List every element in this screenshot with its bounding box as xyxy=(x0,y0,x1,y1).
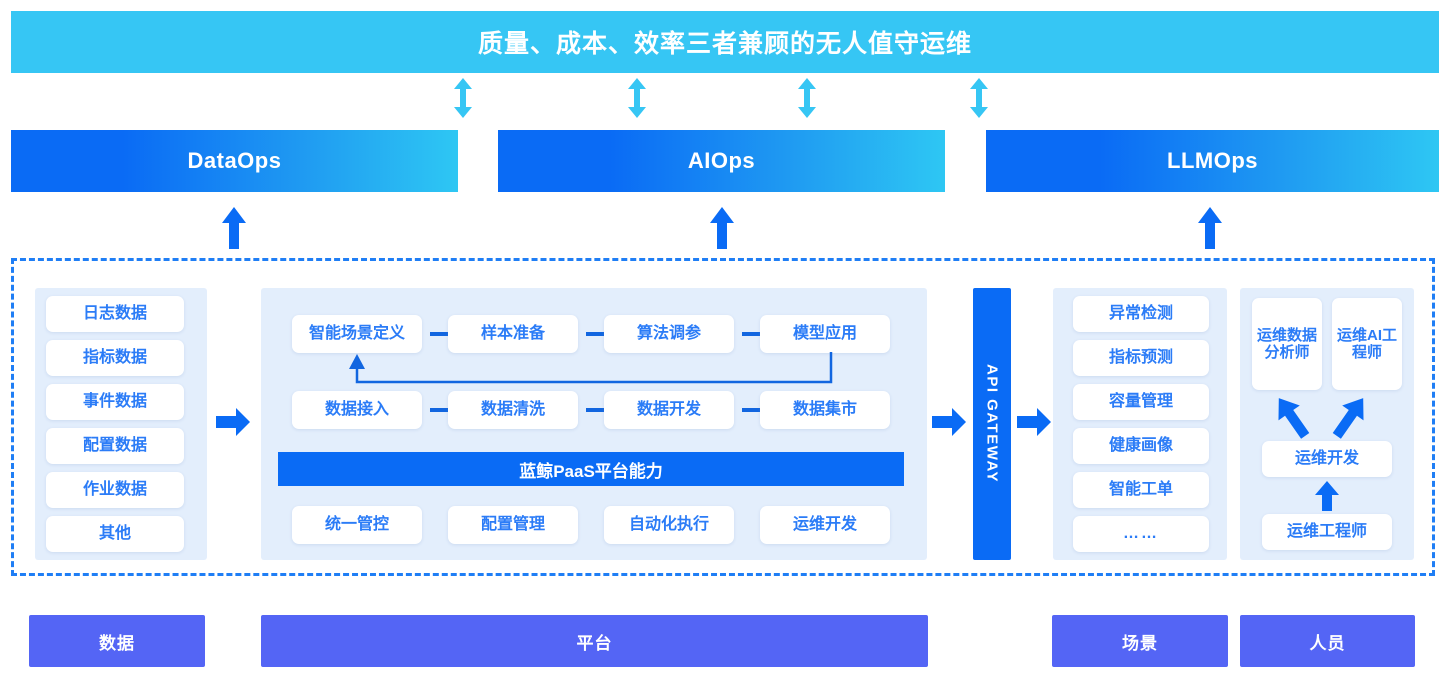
personnel-data-analyst[interactable]: 运维数据分析师 xyxy=(1252,298,1322,390)
legend-bar-personnel: 人员 xyxy=(1240,615,1415,667)
api-gateway-label: API GATEWAY xyxy=(983,364,1001,484)
data-item-event[interactable]: 事件数据 xyxy=(46,384,184,420)
bidirectional-arrow-icon-1 xyxy=(452,78,474,118)
up-arrow-icon-llmops xyxy=(1197,207,1223,249)
paas-item-config-management[interactable]: 配置管理 xyxy=(448,506,578,544)
legend-bar-platform: 平台 xyxy=(261,615,928,667)
scenario-item-metric-forecast[interactable]: 指标预测 xyxy=(1073,340,1209,376)
ops-bar-dataops: DataOps xyxy=(11,130,458,192)
section-arrow-icon-gateway-to-scenarios xyxy=(1017,408,1051,436)
architecture-main-panel xyxy=(11,258,1435,576)
legend-label: 人员 xyxy=(1309,633,1346,653)
scenario-item-capacity-management[interactable]: 容量管理 xyxy=(1073,384,1209,420)
ellipsis-icon: …… xyxy=(1123,524,1159,542)
personnel-ai-engineer[interactable]: 运维AI工程师 xyxy=(1332,298,1402,390)
paas-band-label: 蓝鲸PaaS平台能力 xyxy=(519,461,663,481)
flow-card-data-ingest[interactable]: 数据接入 xyxy=(292,391,422,429)
up-arrow-icon-aiops xyxy=(709,207,735,249)
up-arrow-icon-dataops xyxy=(221,207,247,249)
data-item-config[interactable]: 配置数据 xyxy=(46,428,184,464)
scenario-item-anomaly-detection[interactable]: 异常检测 xyxy=(1073,296,1209,332)
up-arrow-icon-personnel xyxy=(1314,481,1340,511)
paas-item-ops-development[interactable]: 运维开发 xyxy=(760,506,890,544)
bidirectional-arrow-icon-3 xyxy=(796,78,818,118)
legend-label: 数据 xyxy=(99,633,135,653)
flow-card-algorithm-tuning[interactable]: 算法调参 xyxy=(604,315,734,353)
flow-card-scene-definition[interactable]: 智能场景定义 xyxy=(292,315,422,353)
ops-bar-label: AIOps xyxy=(687,148,756,173)
personnel-ops-development[interactable]: 运维开发 xyxy=(1262,441,1392,477)
flow-card-model-application[interactable]: 模型应用 xyxy=(760,315,890,353)
ops-bar-llmops: LLMOps xyxy=(986,130,1439,192)
page-title-banner: 质量、成本、效率三者兼顾的无人值守运维 xyxy=(11,11,1439,73)
ops-bar-label: LLMOps xyxy=(1167,148,1258,173)
legend-label: 平台 xyxy=(576,633,613,653)
ops-bar-label: DataOps xyxy=(187,148,282,173)
flow-card-data-cleaning[interactable]: 数据清洗 xyxy=(448,391,578,429)
flow-card-data-development[interactable]: 数据开发 xyxy=(604,391,734,429)
data-item-job[interactable]: 作业数据 xyxy=(46,472,184,508)
data-item-log[interactable]: 日志数据 xyxy=(46,296,184,332)
diagonal-arrow-icon-up-left xyxy=(1272,394,1312,440)
legend-bar-scenario: 场景 xyxy=(1052,615,1228,667)
scenario-item-more[interactable]: …… xyxy=(1073,516,1209,552)
data-item-other[interactable]: 其他 xyxy=(46,516,184,552)
paas-item-automation[interactable]: 自动化执行 xyxy=(604,506,734,544)
personnel-ops-engineer[interactable]: 运维工程师 xyxy=(1262,514,1392,550)
data-item-metric[interactable]: 指标数据 xyxy=(46,340,184,376)
legend-label: 场景 xyxy=(1122,633,1158,653)
flow-card-sample-preparation[interactable]: 样本准备 xyxy=(448,315,578,353)
bidirectional-arrow-icon-2 xyxy=(626,78,648,118)
section-arrow-icon-platform-to-gateway xyxy=(932,408,966,436)
paas-capability-band: 蓝鲸PaaS平台能力 xyxy=(278,452,904,486)
scenario-item-health-profile[interactable]: 健康画像 xyxy=(1073,428,1209,464)
scenario-item-smart-ticket[interactable]: 智能工单 xyxy=(1073,472,1209,508)
diagonal-arrow-icon-up-right xyxy=(1330,394,1370,440)
legend-bar-data: 数据 xyxy=(29,615,205,667)
page-title: 质量、成本、效率三者兼顾的无人值守运维 xyxy=(477,30,972,58)
bidirectional-arrow-icon-4 xyxy=(968,78,990,118)
scenario-column-panel xyxy=(1053,288,1227,560)
api-gateway-bar: API GATEWAY xyxy=(973,288,1011,560)
ops-bar-aiops: AIOps xyxy=(498,130,945,192)
section-arrow-icon-data-to-platform xyxy=(216,408,250,436)
flow-card-data-mart[interactable]: 数据集市 xyxy=(760,391,890,429)
paas-item-unified-control[interactable]: 统一管控 xyxy=(292,506,422,544)
data-column-panel xyxy=(35,288,207,560)
